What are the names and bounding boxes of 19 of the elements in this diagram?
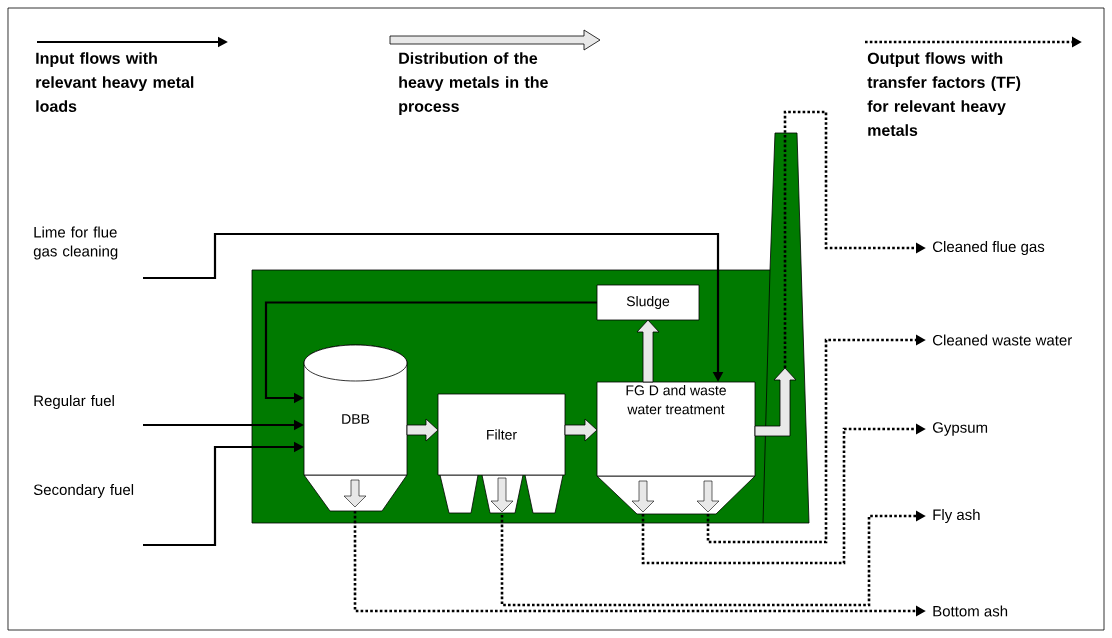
output-label: Cleaned flue gas bbox=[933, 241, 1045, 255]
sludge-box: Sludge bbox=[596, 284, 700, 321]
silo-drawing: DBB bbox=[303, 344, 408, 512]
legend-text: Distribution of the heavy metals in the process bbox=[399, 52, 548, 116]
output-label: Cleaned waste water bbox=[933, 334, 1072, 346]
treatment-drawing: FG D and waste water treatment bbox=[596, 381, 756, 515]
output-label: Bottom ash bbox=[933, 605, 1008, 617]
legend-text: Output flows with transfer factors (TF) for relevant heavy metals bbox=[867, 52, 1021, 136]
filter-drawing: Filter bbox=[437, 393, 566, 514]
input-label: Lime for flue gas cleaning bbox=[33, 226, 118, 260]
process-arrow bbox=[636, 319, 660, 383]
input-label: Regular fuel bbox=[34, 395, 114, 409]
process-arrow bbox=[564, 418, 598, 442]
output-label: Fly ash bbox=[933, 509, 980, 523]
legend-text: Input flows with relevant heavy metal loads bbox=[36, 52, 194, 112]
process-arrow bbox=[754, 367, 797, 437]
input-label: Secondary fuel bbox=[33, 484, 134, 498]
process-arrow bbox=[406, 418, 439, 442]
output-label: Gypsum bbox=[932, 422, 988, 436]
